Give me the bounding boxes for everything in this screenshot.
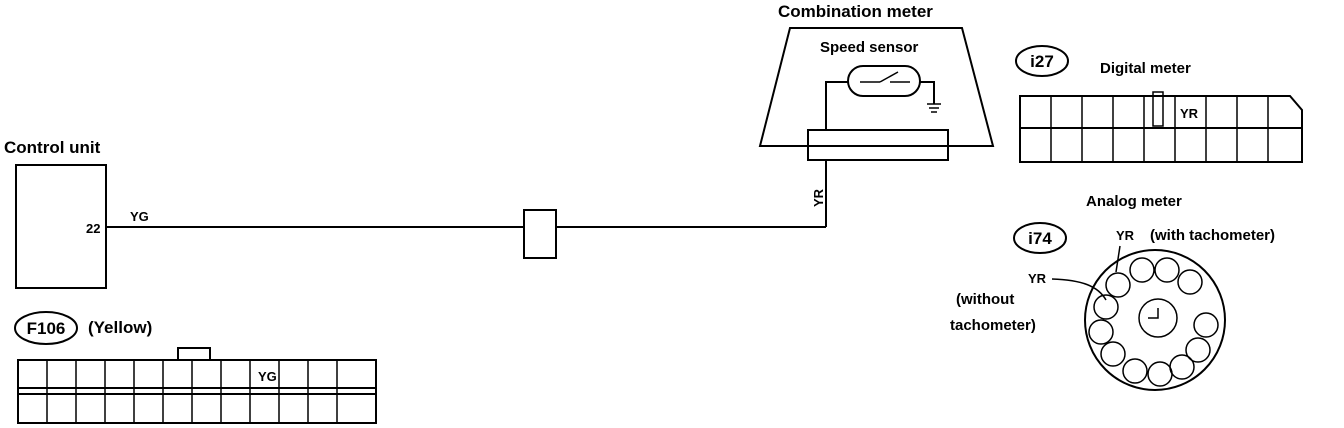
connector-f106-body bbox=[17, 347, 377, 424]
wire-yr-label: YR bbox=[811, 188, 826, 207]
control-unit-pin-number: 22 bbox=[86, 221, 100, 236]
reed-switch-blade bbox=[879, 71, 899, 83]
combination-meter-outline bbox=[758, 27, 995, 147]
yr-without-leader bbox=[1051, 278, 1107, 301]
analog-meter-label: Analog meter bbox=[1086, 193, 1182, 210]
inline-connector bbox=[523, 209, 557, 259]
connector-i74-body bbox=[1084, 249, 1226, 391]
connector-i74-badge bbox=[1013, 222, 1067, 254]
control-unit-title: Control unit bbox=[4, 138, 101, 157]
yr-with-leader bbox=[1115, 245, 1121, 273]
without-tachometer-line2: tachometer) bbox=[950, 317, 1036, 334]
combination-meter-title: Combination meter bbox=[778, 2, 933, 21]
wire-yg-label: YG bbox=[130, 209, 149, 224]
connector-f106-color: (Yellow) bbox=[88, 318, 152, 337]
connector-i27-yr-cell: YR bbox=[1180, 106, 1199, 121]
connector-f106-yg-cell: YG bbox=[258, 369, 277, 384]
connector-i27-badge bbox=[1015, 45, 1069, 77]
sensor-wire-right bbox=[920, 81, 935, 104]
sensor-wire-left bbox=[825, 81, 848, 130]
analog-yr-with-label: YR bbox=[1116, 228, 1135, 243]
without-tachometer-line1: (without bbox=[956, 291, 1014, 308]
connector-f106-badge bbox=[14, 311, 78, 345]
speed-sensor-capsule bbox=[847, 65, 921, 97]
connector-i27-label: i27 bbox=[1030, 52, 1054, 71]
with-tachometer-label: (with tachometer) bbox=[1150, 227, 1275, 244]
connector-i27-body bbox=[1019, 91, 1303, 163]
digital-meter-label: Digital meter bbox=[1100, 60, 1191, 77]
connector-f106-label: F106 bbox=[27, 319, 66, 338]
ground-icon bbox=[927, 103, 941, 113]
meter-connector-block bbox=[807, 129, 949, 161]
speed-sensor-label: Speed sensor bbox=[820, 39, 919, 56]
analog-yr-without-label: YR bbox=[1028, 271, 1047, 286]
connector-i74-label: i74 bbox=[1028, 229, 1052, 248]
